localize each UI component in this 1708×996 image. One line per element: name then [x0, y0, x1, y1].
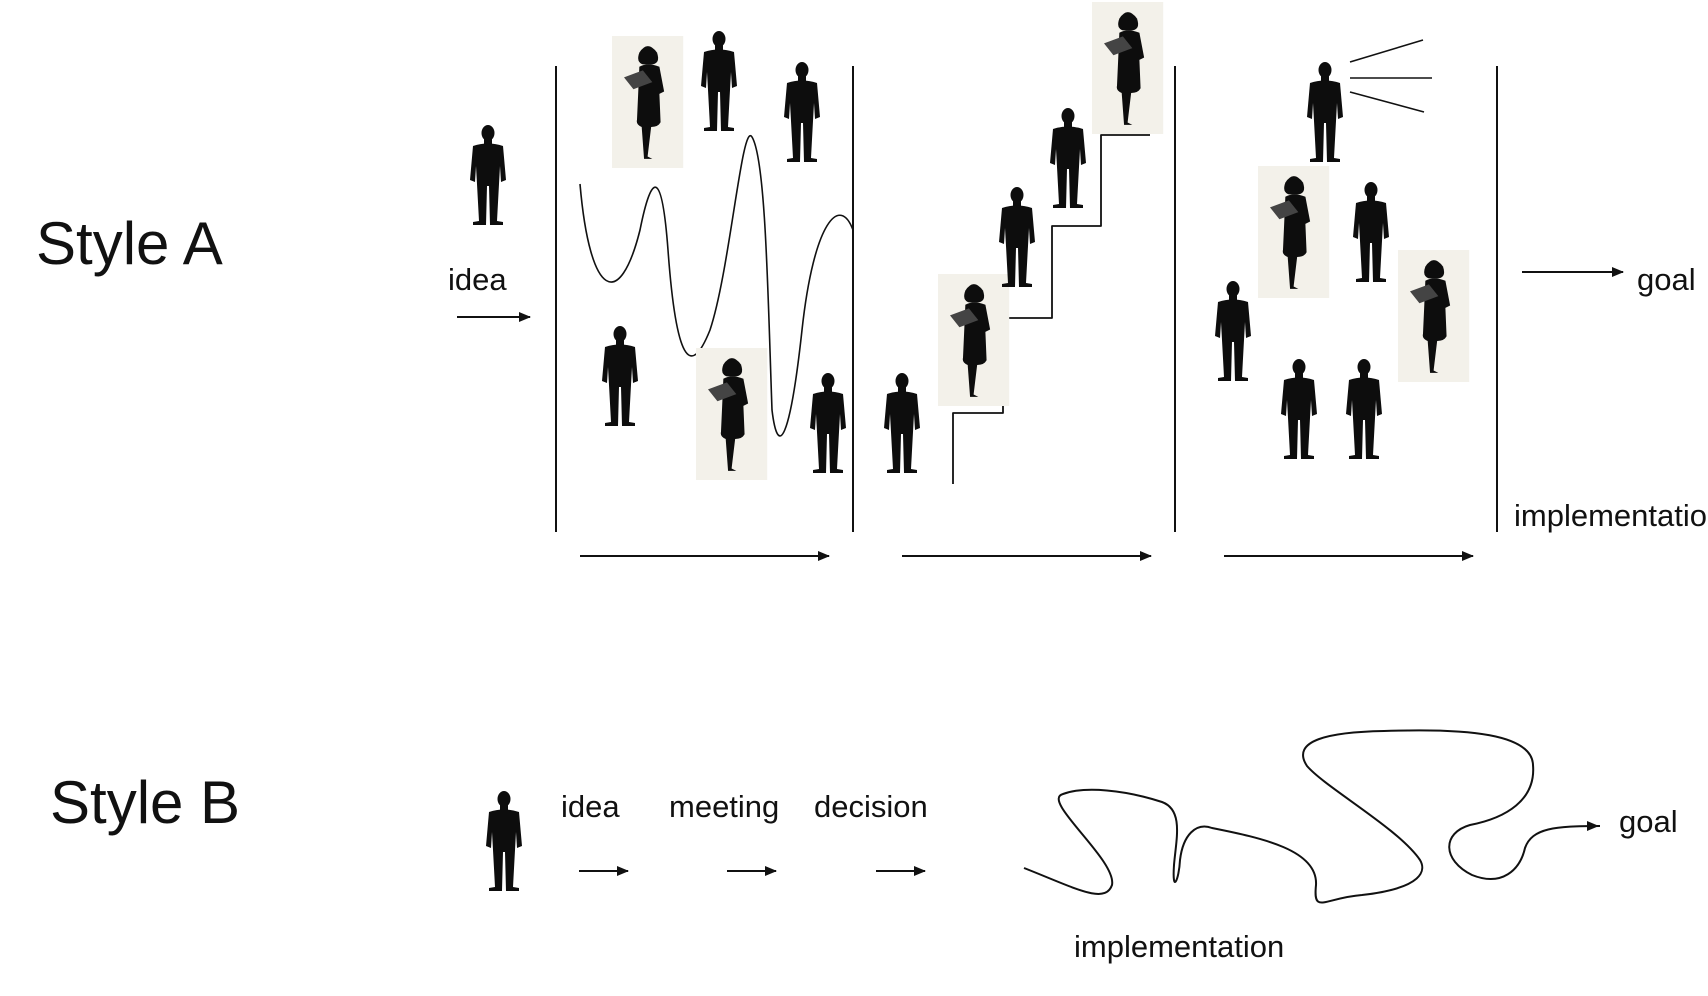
- person-silhouette-icon: [1346, 359, 1382, 459]
- staircase-icon: [952, 134, 1150, 484]
- style-b-implementation-label: implementation: [1074, 929, 1285, 964]
- person-silhouette-icon: [1215, 281, 1251, 381]
- style-b-step-meeting: meeting: [669, 789, 780, 824]
- person-silhouette-icon: [701, 31, 737, 131]
- person-silhouette-icon: [1050, 108, 1086, 208]
- person-silhouette-icon: [810, 373, 846, 473]
- person-silhouette-icon: [486, 791, 522, 891]
- style-a-goal-label: goal: [1637, 262, 1696, 297]
- person-silhouette-icon: [1281, 359, 1317, 459]
- megaphone-line: [1349, 39, 1424, 63]
- style-b-goal-label: goal: [1619, 804, 1678, 839]
- person-silhouette-icon: [884, 373, 920, 473]
- person-silhouette-icon: [784, 62, 820, 162]
- style-a-implementation-label: implementatio: [1514, 498, 1707, 533]
- style-b-title: Style B: [50, 769, 241, 836]
- person-silhouette-icon: [1353, 182, 1389, 282]
- style-a-title: Style A: [36, 210, 223, 277]
- style-a-idea-label: idea: [448, 262, 507, 297]
- style-b-step-decision: decision: [814, 789, 928, 824]
- person-silhouette-icon: [1307, 62, 1343, 162]
- tangled-path-icon: [1023, 729, 1601, 904]
- person-silhouette-icon: [602, 326, 638, 426]
- person-silhouette-icon: [470, 125, 506, 225]
- wave-curve-icon: [579, 134, 854, 437]
- person-silhouette-icon: [999, 187, 1035, 287]
- megaphone-line: [1349, 91, 1425, 113]
- style-b-step-idea: idea: [561, 789, 620, 824]
